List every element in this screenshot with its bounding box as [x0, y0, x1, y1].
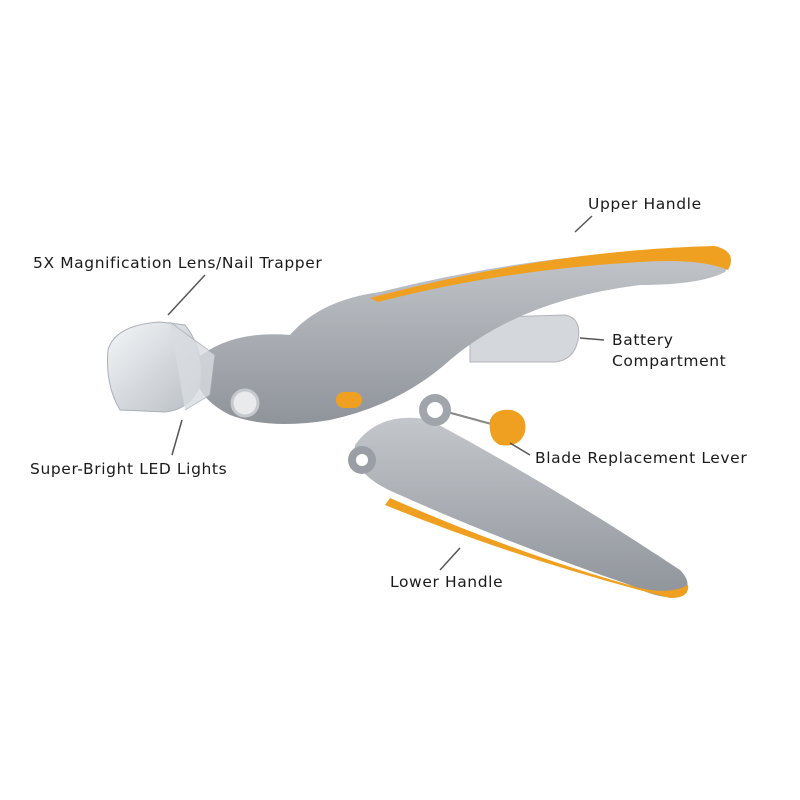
- label-led-lights: Super-Bright LED Lights: [30, 460, 228, 478]
- upper-handle: [194, 248, 729, 424]
- leader-lines: [167, 215, 605, 571]
- label-lower-handle: Lower Handle: [390, 573, 504, 591]
- release-button: [336, 392, 362, 408]
- blade-lever: [489, 409, 526, 446]
- label-magnification-lens: 5X Magnification Lens/Nail Trapper: [33, 254, 323, 272]
- label-blade-lever: Blade Replacement Lever: [535, 449, 748, 467]
- lower-handle: [354, 417, 688, 598]
- label-battery-line1: Battery: [612, 331, 674, 349]
- led-pivot: [230, 388, 260, 418]
- label-upper-handle: Upper Handle: [588, 195, 702, 213]
- label-battery-line2: Compartment: [612, 352, 727, 370]
- upper-handle-grip: [370, 246, 732, 302]
